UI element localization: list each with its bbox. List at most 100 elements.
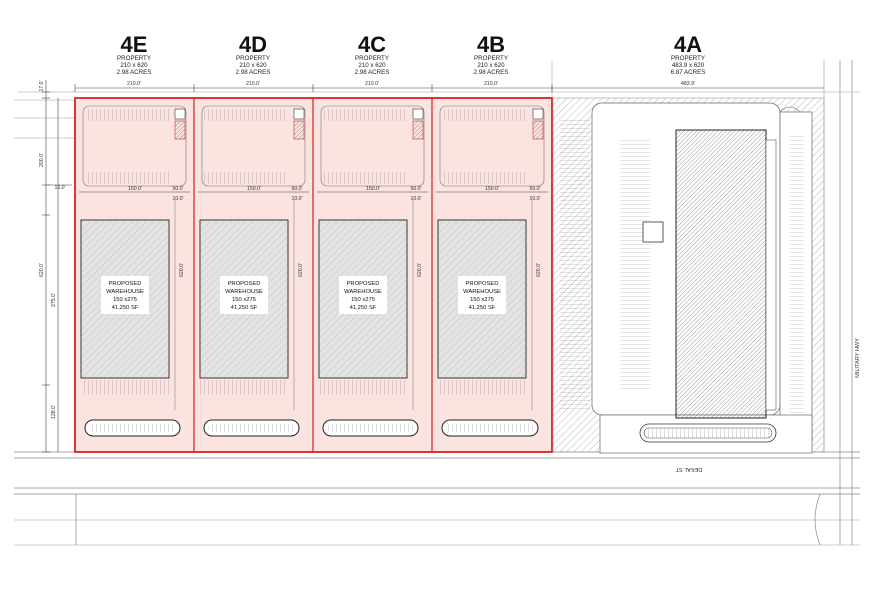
- lot-4a-building: [675, 129, 767, 419]
- parcel-width-dim-4d: 210.0': [246, 81, 260, 87]
- dim-lot-depth-4e: 620.0': [179, 263, 185, 277]
- utility-box-4c: [412, 108, 424, 120]
- parcel-acres-4a: 6.87 ACRES: [671, 69, 706, 76]
- parking-row-bottom-4b: [442, 172, 527, 184]
- parking-row-top-4d: [204, 109, 288, 121]
- parcel-title-4c: 4C: [358, 32, 386, 57]
- parcel-size-4e: 210 x 620: [120, 62, 148, 69]
- parcel-label-4c: PROPERTY: [355, 55, 389, 62]
- warehouse-line2-4e: WAREHOUSE: [106, 289, 144, 295]
- drive-aisle-4e: [82, 105, 187, 187]
- parcel-acres-4b: 2.98 ACRES: [474, 69, 509, 76]
- dim-lot-depth-4c: 620.0': [417, 263, 423, 277]
- lot-4b: 150.0' 50.0' 10.0' PROPOSED WAREHOUSE 150 x27…: [431, 97, 553, 453]
- dim-side-setback-4e: 10.0': [172, 196, 183, 202]
- lot-4a-dock-apron: [765, 139, 777, 411]
- dimension-annotations: 17.0' 200.0' 10.0' 620.0' 275.0' 128.0': [39, 80, 72, 453]
- dim-total-depth: 620.0': [39, 263, 45, 277]
- parking-row-bottom-4c: [323, 172, 407, 184]
- dim-front-depth: 200.0': [39, 153, 45, 167]
- parcel-acres-4d: 2.98 ACRES: [236, 69, 271, 76]
- dock-doors-4b: [438, 380, 526, 394]
- lot-4a-guard-box: [642, 221, 664, 243]
- lot-4d: 150.0' 50.0' 10.0' PROPOSED WAREHOUSE 150 x27…: [193, 97, 314, 453]
- warehouse-line1-4e: PROPOSED: [109, 281, 142, 287]
- dim-rear-depth: 128.0': [51, 405, 57, 419]
- warehouse-line3-4d: 150 x275: [232, 297, 256, 303]
- dim-building-width-4e: 150.0': [128, 186, 142, 192]
- warehouse-line2-4d: WAREHOUSE: [225, 289, 263, 295]
- warehouse-line1-4b: PROPOSED: [466, 281, 499, 287]
- parking-row-top-4c: [323, 109, 407, 121]
- drive-aisle-4c: [320, 105, 425, 187]
- front-parking-stalls-4c: [327, 424, 414, 432]
- parcel-label-4a: PROPERTY: [671, 55, 705, 62]
- drive-aisle-4b: [439, 105, 545, 187]
- dim-top-setback: 17.0': [39, 80, 45, 91]
- warehouse-label-bg-4d: [220, 276, 268, 314]
- trash-enclosure-4d: [293, 120, 305, 140]
- parcel-label-4e: PROPERTY: [117, 55, 151, 62]
- parcel-width-dim-4a: 483.9': [681, 81, 695, 87]
- dim-side-setback: 10.0': [54, 185, 65, 191]
- warehouse-line4-4d: 41,250 SF: [231, 305, 258, 311]
- parcel-size-4c: 210 x 620: [358, 62, 386, 69]
- dim-building-depth: 275.0': [51, 293, 57, 307]
- dim-lot-depth-4d: 620.0': [298, 263, 304, 277]
- utility-box-4d: [293, 108, 305, 120]
- warehouse-line2-4b: WAREHOUSE: [463, 289, 501, 295]
- parcel-acres-4c: 2.98 ACRES: [355, 69, 390, 76]
- lot-4a-site: [552, 97, 825, 454]
- parking-row-top-4b: [442, 109, 527, 121]
- parcel-title-4e: 4E: [121, 32, 148, 57]
- lot-4a-west-parking: [560, 120, 590, 410]
- warehouse-label-bg-4b: [458, 276, 506, 314]
- parking-row-top-4e: [85, 109, 169, 121]
- dim-lot-depth-4b: 620.0': [536, 263, 542, 277]
- warehouse-line3-4c: 150 x275: [351, 297, 375, 303]
- lot-4a-east-parking: [790, 135, 804, 415]
- warehouse-line1-4d: PROPOSED: [228, 281, 261, 287]
- lot-4e: 150.0' 50.0' 10.0' PROPOSED WAREHOUSE 150 x27…: [74, 97, 195, 453]
- parcel-acres-4e: 2.98 ACRES: [117, 69, 152, 76]
- trash-enclosure-4c: [412, 120, 424, 140]
- parcel-title-4a: 4A: [674, 32, 702, 57]
- parcel-label-4d: PROPERTY: [236, 55, 270, 62]
- dim-side-yard-4d: 50.0': [291, 186, 302, 192]
- front-parking-stalls-4d: [208, 424, 295, 432]
- parking-row-bottom-4d: [204, 172, 288, 184]
- dim-side-yard-4b: 50.0': [529, 186, 540, 192]
- dim-side-yard-4e: 50.0': [172, 186, 183, 192]
- military-hwy-label: MILITARY HWY: [855, 338, 861, 378]
- front-parking-stalls-4b: [446, 424, 534, 432]
- dim-building-width-4c: 150.0': [366, 186, 380, 192]
- warehouse-line3-4e: 150 x275: [113, 297, 137, 303]
- warehouse-line4-4c: 41,250 SF: [350, 305, 377, 311]
- dim-building-width-4d: 150.0': [247, 186, 261, 192]
- trash-enclosure-4e: [174, 120, 186, 140]
- dim-side-setback-4b: 10.0': [529, 196, 540, 202]
- lot-4a-inner-parking: [620, 140, 650, 390]
- parcel-size-4a: 483.9 x 620: [672, 62, 705, 69]
- parcel-width-dim-4c: 210.0': [365, 81, 379, 87]
- parcel-label-4b: PROPERTY: [474, 55, 508, 62]
- lot-4a-entry-curve: [779, 106, 801, 113]
- utility-box-4e: [174, 108, 186, 120]
- parcel-title-4d: 4D: [239, 32, 267, 57]
- utility-box-4b: [532, 108, 544, 120]
- dim-side-setback-4d: 10.0': [291, 196, 302, 202]
- drive-aisle-4d: [201, 105, 306, 187]
- dim-building-width-4b: 150.0': [485, 186, 499, 192]
- parcel-size-4d: 210 x 620: [239, 62, 267, 69]
- dekal-st-label: DEKAL ST: [675, 466, 702, 472]
- dock-doors-4c: [319, 380, 407, 394]
- warehouse-line4-4b: 41,250 SF: [469, 305, 496, 311]
- parking-row-bottom-4e: [85, 172, 169, 184]
- dim-side-setback-4c: 10.0': [410, 196, 421, 202]
- parcel-size-4b: 210 x 620: [477, 62, 505, 69]
- warehouse-line4-4e: 41,250 SF: [112, 305, 139, 311]
- warehouse-line3-4b: 150 x275: [470, 297, 494, 303]
